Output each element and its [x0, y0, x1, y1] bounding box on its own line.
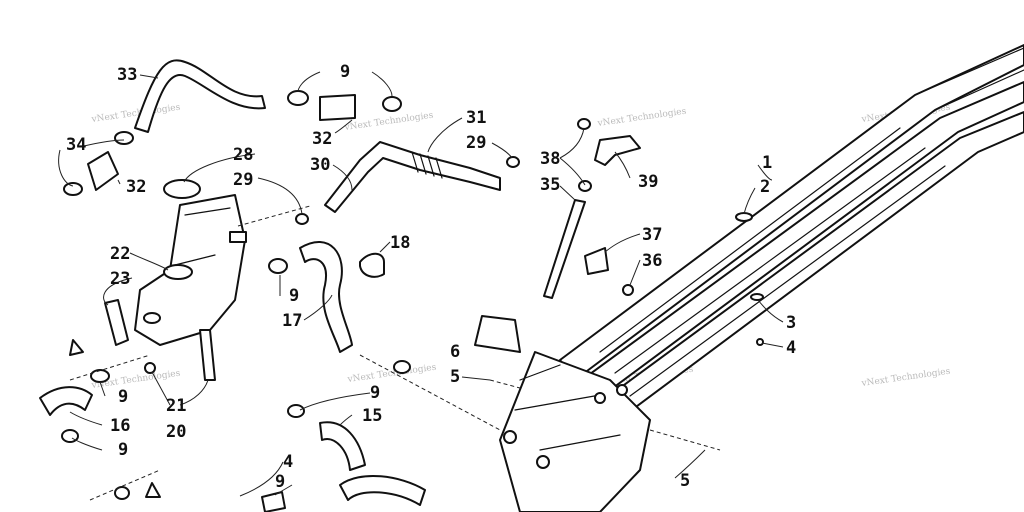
- callout-36: 36: [642, 251, 662, 271]
- washer-2: [735, 212, 753, 222]
- hose-bottom: [339, 474, 426, 506]
- cover-piece: [474, 315, 521, 353]
- callout-37: 37: [642, 225, 662, 245]
- hose-16: [319, 421, 366, 471]
- bolt-36: [622, 284, 634, 296]
- watermark-2: vNext Technologies: [343, 111, 434, 134]
- hose-39: [594, 135, 641, 166]
- hose-31-ribs: [411, 151, 443, 179]
- callout-1: 1: [762, 153, 772, 173]
- callout-35: 35: [540, 175, 560, 195]
- callout-16: 15: [362, 406, 382, 426]
- hose-17: [39, 386, 93, 416]
- bracket-20: [199, 329, 216, 381]
- callout-9-left: 9: [118, 387, 128, 407]
- callout-3: 3: [786, 313, 796, 333]
- coolant-tank: [134, 194, 247, 346]
- callout-22: 22: [110, 244, 130, 264]
- rivet-4: [756, 338, 764, 346]
- callout-9-center: 9: [370, 383, 380, 403]
- spring-clamp-19: [359, 252, 385, 278]
- callout-2: 2: [760, 177, 770, 197]
- callout-29-left: 29: [233, 170, 253, 190]
- alignment-lines: [69, 205, 721, 501]
- watermark-6: vNext Technologies: [346, 363, 437, 386]
- callout-9-top: 9: [340, 62, 350, 82]
- hose-35: [543, 199, 586, 299]
- callout-39: 39: [638, 172, 658, 192]
- callout-20: 20: [166, 422, 186, 442]
- callout-31: 31: [466, 108, 486, 128]
- clamps: [61, 90, 592, 500]
- watermark-1: vNext Technologies: [90, 103, 181, 126]
- hose-33: [134, 59, 266, 133]
- callout-29-right: 29: [466, 133, 486, 153]
- arrow-marker-2: [145, 482, 161, 498]
- callout-32-left: 32: [126, 177, 146, 197]
- callout-34: 34: [66, 135, 86, 155]
- leader-lines: [58, 71, 784, 497]
- callout-4-bottom: 4: [283, 452, 293, 472]
- callout-28: 28: [233, 145, 253, 165]
- hose-23: [104, 299, 129, 346]
- watermark-8: vNext Technologies: [860, 367, 951, 390]
- callout-18: 17: [282, 311, 302, 331]
- callout-4-right: 4: [786, 338, 796, 358]
- clip-15: [261, 491, 286, 512]
- hose-32-top: [319, 94, 356, 121]
- radiator-cap: [163, 179, 201, 199]
- hose-32-left: [87, 151, 119, 191]
- callouts: 33 9 32 34 32 28 29 30 31 29 22 23 18 9 …: [66, 62, 796, 492]
- hoses: [39, 59, 641, 506]
- hose-30-31: [324, 141, 501, 213]
- callout-19: 18: [390, 233, 410, 253]
- heat-exchanger-rails: [559, 44, 1024, 431]
- callout-23: 23: [110, 269, 130, 289]
- arrow-marker-1: [69, 339, 84, 356]
- washer-3: [750, 293, 764, 301]
- callout-15: 9: [275, 472, 285, 492]
- bolt-21: [144, 362, 156, 374]
- hose-18: [299, 241, 353, 353]
- callout-21: 21: [166, 396, 186, 416]
- callout-32-top: 32: [312, 129, 332, 149]
- watermark-3: vNext Technologies: [596, 107, 687, 130]
- bracket-37: [584, 247, 609, 275]
- callout-33: 33: [117, 65, 137, 85]
- callout-5-right: 5: [680, 471, 690, 491]
- callout-38: 38: [540, 149, 560, 169]
- callout-5-left: 5: [450, 367, 460, 387]
- callout-30: 30: [310, 155, 330, 175]
- bulkhead-bracket: [499, 351, 651, 512]
- callout-17: 16: [110, 416, 130, 436]
- callout-9-bottom: 9: [118, 440, 128, 460]
- callout-9-mid: 9: [289, 286, 299, 306]
- callout-6: 6: [450, 342, 460, 362]
